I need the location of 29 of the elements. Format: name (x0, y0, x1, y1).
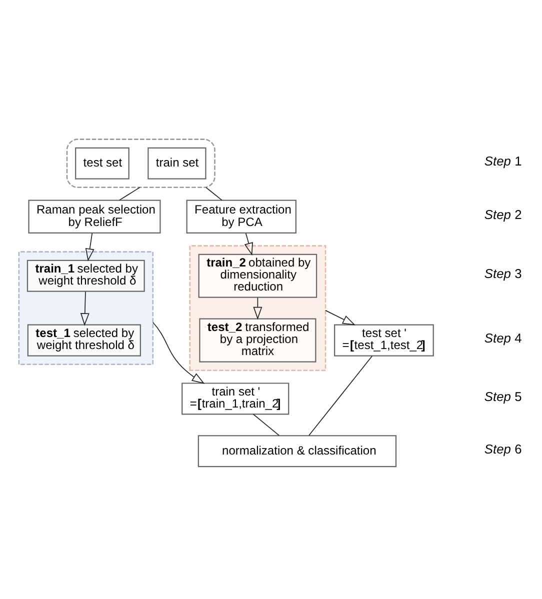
cluster (18, 251, 154, 365)
connector (252, 414, 280, 436)
node-box: train_1 selected by weight threshold δ (26, 260, 145, 292)
node-box: test_2 transformed by a projection matrix (199, 318, 316, 362)
node-box: train_2 obtained by dimensionality reduction (198, 254, 318, 298)
node-box: Feature extraction by PCA (186, 200, 296, 234)
label: Step 5 (484, 388, 522, 404)
arrow (325, 310, 356, 326)
connector (308, 355, 373, 436)
node-box: train set (148, 147, 206, 180)
cluster (66, 138, 216, 188)
label: Step 6 (484, 441, 522, 456)
label: Step 1 (484, 154, 522, 169)
arrow (244, 232, 253, 256)
connector (206, 186, 222, 201)
arrow (253, 297, 262, 320)
connector (118, 186, 140, 201)
node-box: Raman peak selection by ReliefF (28, 200, 161, 234)
arrow (80, 291, 90, 326)
label: Step 3 (484, 266, 522, 282)
node-box: normalization & classification (198, 435, 397, 468)
arrow (85, 232, 94, 262)
label: Step 4 (484, 330, 522, 346)
node-box: test_1 selected by weight threshold δ (27, 324, 141, 356)
node-box: test set ' =[test_1,test_2] (334, 324, 434, 356)
cluster (189, 245, 326, 371)
arrow (152, 322, 205, 384)
node-box: test set (75, 147, 130, 180)
label: Step 2 (484, 206, 522, 222)
